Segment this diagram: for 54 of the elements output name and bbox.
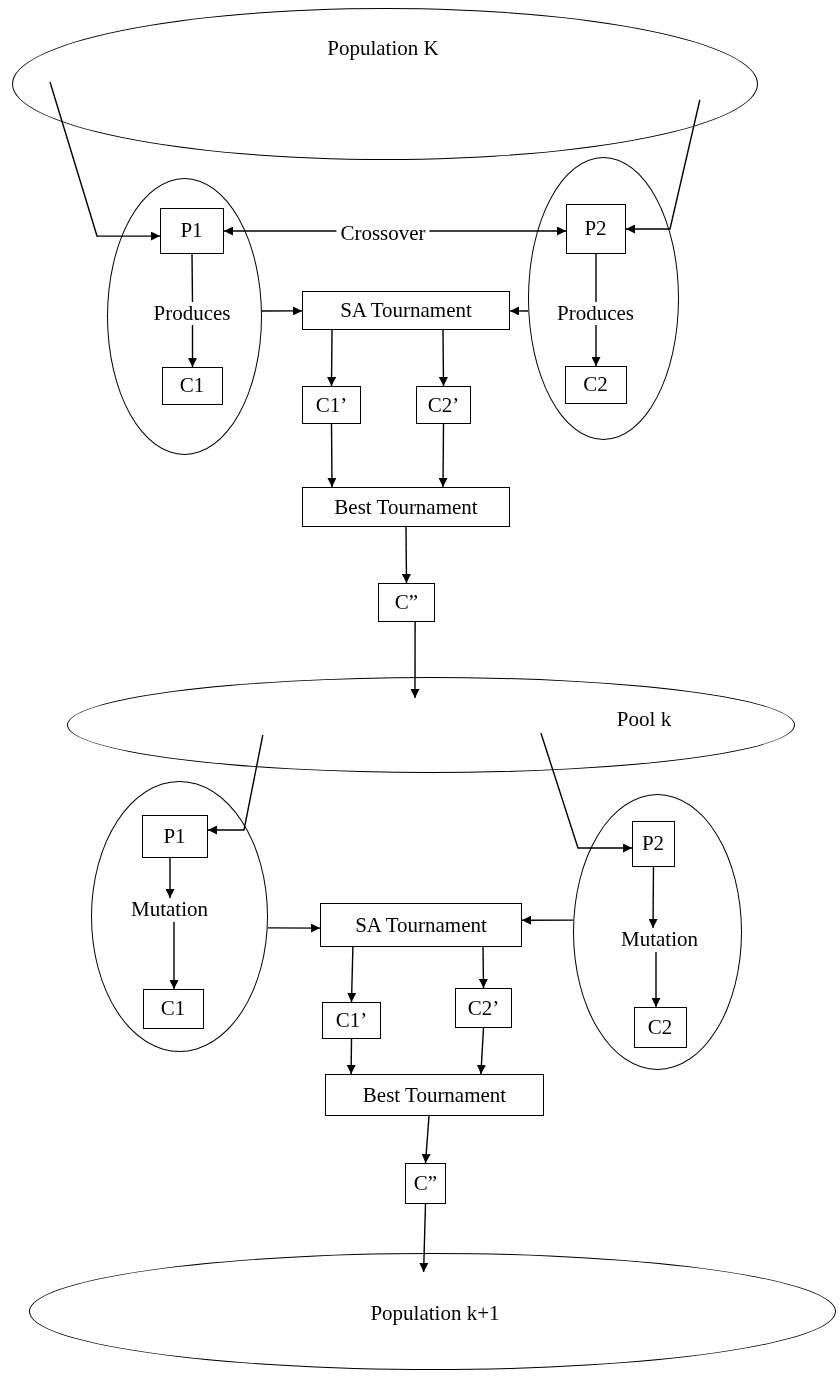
arrow (49, 81, 161, 241)
arrow (207, 734, 264, 835)
arrow (438, 329, 448, 387)
arrow (347, 946, 357, 1003)
population-label: Population k+1 (370, 1302, 500, 1324)
step-label: Produces (144, 301, 240, 325)
arrow (438, 423, 448, 488)
process-box: Best Tournament (325, 1074, 544, 1116)
arrow (169, 921, 179, 990)
arrow (591, 324, 601, 367)
process-box: C1’ (302, 386, 361, 424)
arrow (509, 306, 529, 316)
arrow (267, 923, 321, 933)
group-ellipse (91, 781, 268, 1052)
arrow (327, 423, 337, 488)
step-label: Mutation (604, 927, 715, 952)
process-box: C” (378, 583, 435, 622)
step-label: Produces (548, 301, 643, 325)
arrow (165, 857, 175, 899)
arrow (410, 621, 420, 699)
population-label: Population K (327, 37, 439, 59)
process-box: C” (405, 1163, 446, 1204)
process-box: Best Tournament (302, 487, 510, 527)
arrow (327, 329, 337, 387)
process-box: P1 (159, 207, 224, 254)
arrow (521, 915, 574, 925)
process-box: P2 (631, 820, 675, 867)
arrow (401, 526, 411, 584)
process-box: C2 (633, 1006, 687, 1048)
process-box: C2 (564, 365, 627, 404)
process-box: C2’ (416, 386, 471, 424)
arrow (346, 1038, 356, 1075)
arrow (651, 951, 661, 1008)
arrow (261, 306, 303, 316)
arrow (421, 1115, 431, 1164)
arrow (540, 732, 633, 853)
step-label: Mutation (112, 897, 227, 922)
arrow (476, 1027, 486, 1075)
process-box: C1 (161, 366, 223, 405)
process-box: P2 (565, 203, 626, 254)
process-box: P1 (141, 814, 208, 858)
group-ellipse (528, 157, 679, 440)
arrow (419, 1203, 429, 1273)
process-box: C1 (142, 988, 204, 1029)
process-box: SA Tournament (320, 903, 522, 947)
process-box: C1’ (322, 1002, 381, 1039)
process-box: SA Tournament (302, 291, 510, 330)
arrow (648, 866, 658, 929)
arrow (478, 946, 488, 989)
population-label: Pool k (616, 708, 672, 730)
arrow (625, 99, 701, 234)
group-ellipse (107, 178, 262, 455)
process-box: C2’ (455, 988, 512, 1028)
arrow (188, 324, 197, 368)
